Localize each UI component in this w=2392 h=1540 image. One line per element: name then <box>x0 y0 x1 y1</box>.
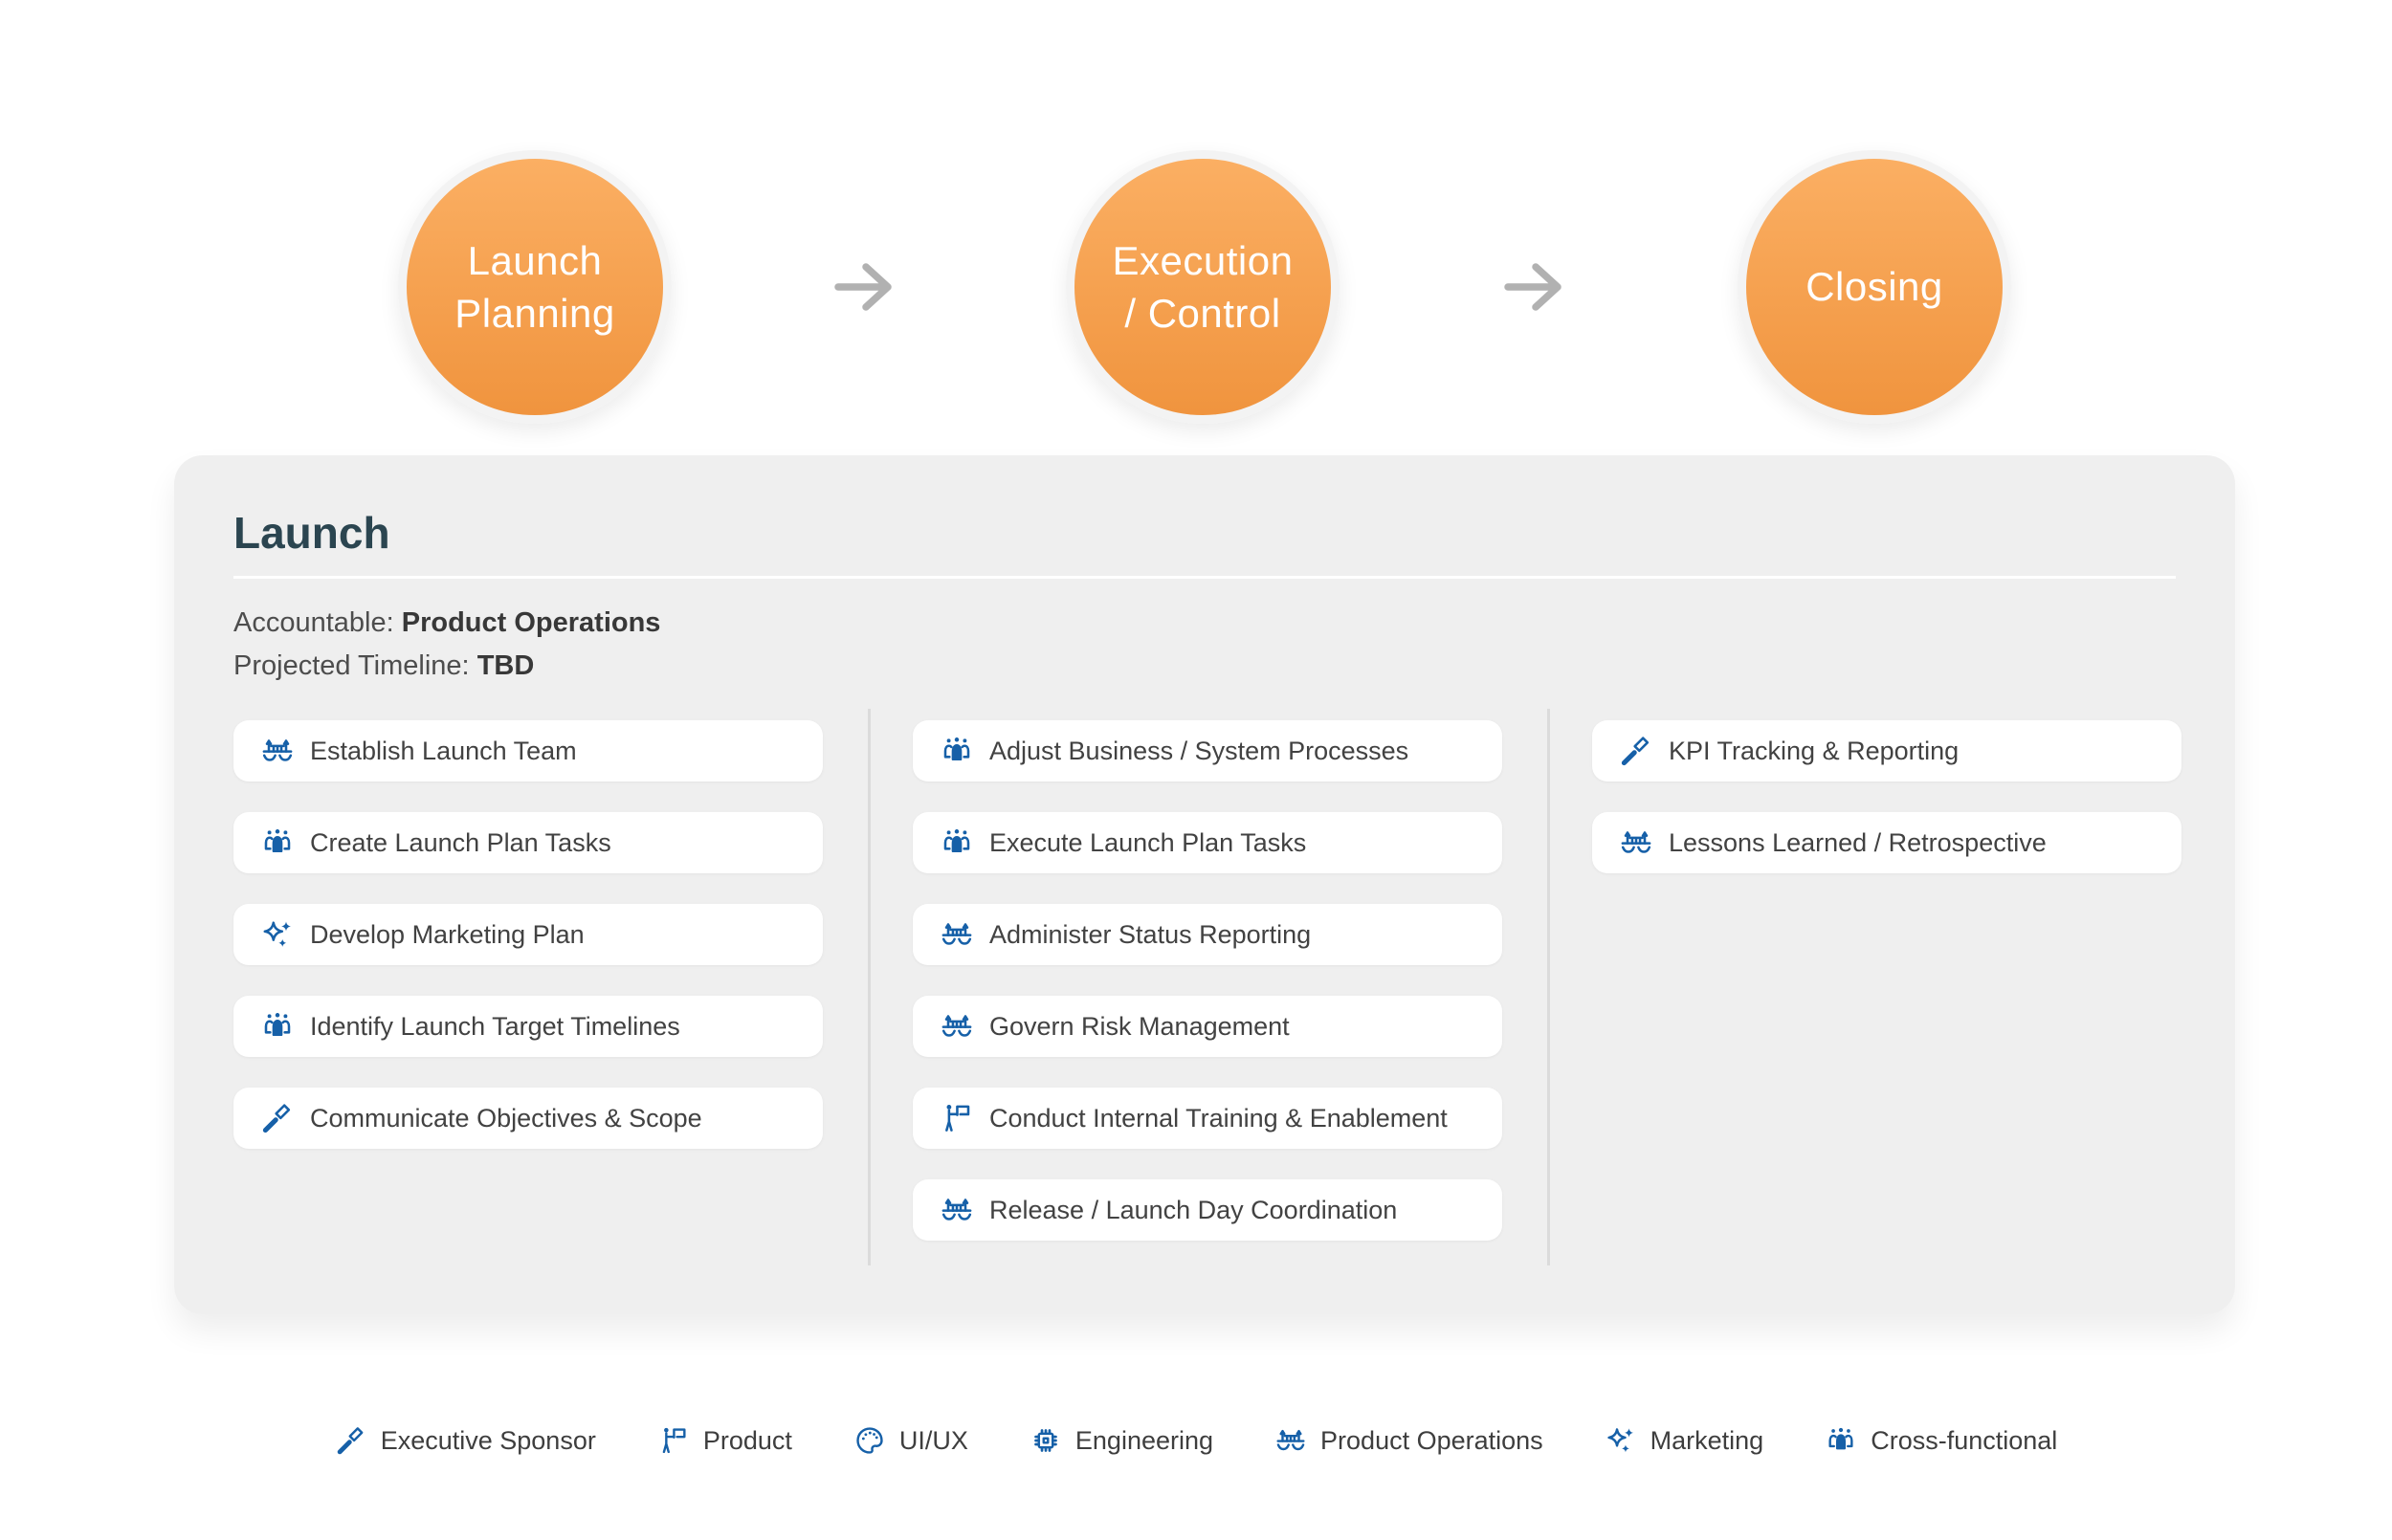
product-operations-icon <box>1274 1424 1307 1457</box>
engineering-icon <box>1030 1424 1062 1457</box>
task-label: Communicate Objectives & Scope <box>310 1103 702 1133</box>
task-label: Adjust Business / System Processes <box>989 736 1409 765</box>
column-divider <box>823 709 913 1271</box>
legend-label: UI/UX <box>898 1425 968 1455</box>
stage-circle-0[interactable]: Launch Planning <box>398 150 672 424</box>
task-label: Create Launch Plan Tasks <box>310 827 611 857</box>
legend-item-cross-functional: Cross-functional <box>1825 1419 2057 1462</box>
legend-label: Engineering <box>1074 1425 1214 1455</box>
task-label: Execute Launch Plan Tasks <box>989 827 1307 857</box>
product-operations-icon <box>940 1193 974 1227</box>
task-card[interactable]: Conduct Internal Training & Enablement <box>913 1088 1502 1149</box>
timeline-label: Projected Timeline: <box>233 650 470 681</box>
product-operations-icon <box>940 1009 974 1044</box>
product-icon <box>940 1101 974 1135</box>
product-operations-icon <box>260 734 295 768</box>
panel-meta: Accountable: Product Operations Projecte… <box>233 602 2176 688</box>
legend-label: Executive Sponsor <box>380 1425 596 1455</box>
stage-detail-panel: Launch Accountable: Product Operations P… <box>174 455 2235 1314</box>
timeline-value: TBD <box>476 650 535 681</box>
stage-label: Execution / Control <box>1112 237 1294 336</box>
legend-label: Cross-functional <box>1871 1425 2058 1455</box>
stage-label: Launch Planning <box>454 237 615 336</box>
legend-item-marketing: Marketing <box>1605 1419 1764 1462</box>
task-card[interactable]: Execute Launch Plan Tasks <box>913 812 1502 873</box>
task-card[interactable]: Lessons Learned / Retrospective <box>1592 812 2182 873</box>
task-card[interactable]: Communicate Objectives & Scope <box>233 1088 823 1149</box>
executive-sponsor-icon <box>335 1424 367 1457</box>
task-card[interactable]: Release / Launch Day Coordination <box>913 1179 1502 1241</box>
task-label: Release / Launch Day Coordination <box>989 1195 1398 1224</box>
cross-functional-icon <box>260 825 295 860</box>
legend-label: Marketing <box>1650 1425 1764 1455</box>
task-card[interactable]: Identify Launch Target Timelines <box>233 996 823 1057</box>
accountable-line: Accountable: Product Operations <box>233 602 2176 645</box>
panel-title: Launch <box>233 508 390 558</box>
task-label: KPI Tracking & Reporting <box>1669 736 1960 765</box>
arrow-right-icon <box>831 256 907 318</box>
legend-item-product: Product <box>657 1419 792 1462</box>
executive-sponsor-icon <box>260 1101 295 1135</box>
accountable-value: Product Operations <box>401 607 661 638</box>
cross-functional-icon <box>940 825 974 860</box>
stage-circle-2[interactable]: Closing <box>1738 150 2011 424</box>
legend-label: Product Operations <box>1320 1425 1543 1455</box>
cross-functional-icon <box>940 734 974 768</box>
task-label: Conduct Internal Training & Enablement <box>989 1103 1448 1133</box>
product-operations-icon <box>940 917 974 952</box>
legend: Executive Sponsor Product UI/UX Engineering… <box>0 1419 2392 1462</box>
ui-ux-icon <box>853 1424 886 1457</box>
task-card[interactable]: Administer Status Reporting <box>913 904 1502 965</box>
legend-item-ui-ux: UI/UX <box>853 1419 968 1462</box>
stage-flow: Launch Planning Execution / Control Closin… <box>0 0 2392 455</box>
task-label: Identify Launch Target Timelines <box>310 1011 680 1041</box>
marketing-icon <box>260 917 295 952</box>
product-icon <box>657 1424 690 1457</box>
task-card[interactable]: Adjust Business / System Processes <box>913 720 1502 781</box>
legend-item-engineering: Engineering <box>1030 1419 1213 1462</box>
executive-sponsor-icon <box>1619 734 1653 768</box>
stage-circle-1[interactable]: Execution / Control <box>1066 150 1340 424</box>
task-card[interactable]: KPI Tracking & Reporting <box>1592 720 2182 781</box>
task-label: Develop Marketing Plan <box>310 919 585 949</box>
task-label: Establish Launch Team <box>310 736 577 765</box>
task-card[interactable]: Govern Risk Management <box>913 996 1502 1057</box>
legend-item-executive-sponsor: Executive Sponsor <box>335 1419 596 1462</box>
task-label: Lessons Learned / Retrospective <box>1669 827 2047 857</box>
legend-item-product-operations: Product Operations <box>1274 1419 1543 1462</box>
stage-label: Closing <box>1805 264 1943 310</box>
task-card[interactable]: Establish Launch Team <box>233 720 823 781</box>
marketing-icon <box>1605 1424 1637 1457</box>
cross-functional-icon <box>260 1009 295 1044</box>
product-operations-icon <box>1619 825 1653 860</box>
title-divider <box>233 576 2176 579</box>
task-card[interactable]: Develop Marketing Plan <box>233 904 823 965</box>
task-label: Administer Status Reporting <box>989 919 1312 949</box>
legend-label: Product <box>702 1425 792 1455</box>
timeline-line: Projected Timeline: TBD <box>233 645 2176 688</box>
task-label: Govern Risk Management <box>989 1011 1290 1041</box>
accountable-label: Accountable: <box>233 607 394 638</box>
cross-functional-icon <box>1825 1424 1857 1457</box>
task-card[interactable]: Create Launch Plan Tasks <box>233 812 823 873</box>
column-divider <box>1502 709 1592 1271</box>
arrow-right-icon <box>1500 256 1577 318</box>
